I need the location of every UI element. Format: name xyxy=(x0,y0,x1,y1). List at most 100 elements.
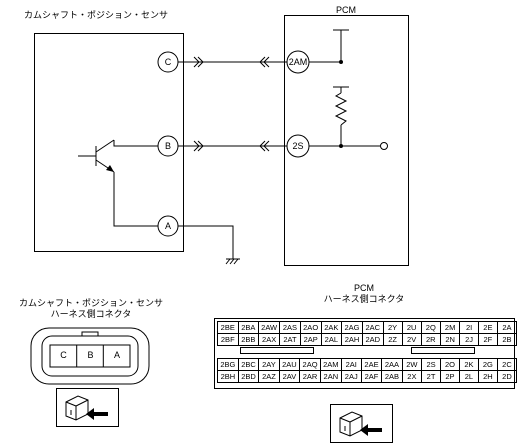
pcm-connector-pin-cell: 2AR xyxy=(299,370,321,383)
pcm-connector-pin-cell: 2O xyxy=(439,358,461,371)
pcm-connector-pin-cell: 2AB xyxy=(381,370,403,383)
pcm-connector-pin-cell: 2AY xyxy=(258,358,280,371)
connector-chevron xyxy=(197,140,204,152)
transistor-emitter-wire xyxy=(113,172,158,227)
pcm-connector-pin-cell: 2D xyxy=(496,370,517,383)
connector-chevron xyxy=(193,140,200,152)
pcm-connector-pin-cell: 2R xyxy=(420,333,441,346)
connector-chevron xyxy=(259,56,266,68)
pcm-title: PCM xyxy=(336,5,356,15)
pcm-connector-pin-cell: 2BH xyxy=(217,370,239,383)
connector-chevron xyxy=(259,140,266,152)
pcm-connector-pin-cell: 2K xyxy=(459,358,479,371)
transistor-collector xyxy=(95,139,115,153)
pcm-connector-pin-cell: 2L xyxy=(459,370,479,383)
ground-hatch xyxy=(225,258,231,265)
connector-view-icon xyxy=(330,404,393,443)
pcm-connector-pin-cell: 2AA xyxy=(381,358,403,371)
ground-hatch xyxy=(233,258,239,265)
sensor-pin-b-label: B xyxy=(164,141,171,151)
pcm-connector-pin-cell: 2AH xyxy=(341,333,363,346)
pcm-connector-pin-cell: 2AP xyxy=(299,333,322,346)
pcm-connector-pin-cell: 2N xyxy=(439,333,461,346)
pcm-connector-pin-cell: 2AW xyxy=(258,321,281,334)
connector-chevron xyxy=(193,56,200,68)
pcm-connector-pin-cell: 2AN xyxy=(319,370,342,383)
pcm-connector-pin-cell: 2X xyxy=(401,370,423,383)
pcm-connector-pin-cell: 2AE xyxy=(360,358,383,371)
connector-chevron xyxy=(197,56,204,68)
cmp-connector-cell-b: B xyxy=(87,350,94,360)
pcm-connector-pin-cell: 2Q xyxy=(420,321,441,334)
sensor-pin-a-label: A xyxy=(164,221,171,231)
transistor-emitter-arrow xyxy=(106,165,114,172)
pcm-connector-pin-cell: 2AD xyxy=(361,333,384,346)
ground-hatch xyxy=(229,258,235,265)
pcm-connector-pin-cell: 2T xyxy=(421,370,441,383)
pcm-connector-key-right xyxy=(411,347,475,354)
pcm-connector-pin-cell: 2E xyxy=(477,321,498,334)
pcm-connector-pin-cell: 2H xyxy=(477,370,498,383)
pcm-connector-pin-cell: 2BE xyxy=(217,321,239,334)
connector-chevron xyxy=(263,140,270,152)
pcm-connector-pin-cell: 2AL xyxy=(320,333,343,346)
pcm-connector-pin-cell: 2AI xyxy=(340,358,362,371)
junction-dot xyxy=(339,60,343,64)
pcm-connector-pin-cell: 2AM xyxy=(319,358,342,371)
cmp-sensor-title: カムシャフト・ポジション・センサ xyxy=(24,10,169,20)
pcm-connector-pin-cell: 2Z xyxy=(382,333,403,346)
pcm-connector-pin-cell: 2S xyxy=(421,358,441,371)
pcm-2s-output-terminal xyxy=(380,142,388,150)
pcm-connector-pin-cell: 2BA xyxy=(237,321,260,334)
pcm-connector-pin-cell: 2AS xyxy=(279,321,301,334)
pcm-connector-frame xyxy=(214,318,515,389)
connector-chevron xyxy=(263,56,270,68)
pullup-resistor xyxy=(334,92,348,126)
pcm-connector-pin-cell: 2BD xyxy=(237,370,260,383)
pcm-connector-pin-cell: 2P xyxy=(439,370,461,383)
sensor-box xyxy=(34,33,184,252)
pcm-connector-pin-cell: 2Y xyxy=(382,321,403,334)
cmp-connector-cell-a: A xyxy=(113,350,120,360)
cmp-connector-title-2: ハーネス側コネクタ xyxy=(50,309,132,319)
pcm-connector-title-1: PCM xyxy=(354,283,374,293)
pcm-connector-pin-cell: 2AK xyxy=(320,321,343,334)
pcm-connector-pin-cell: 2U xyxy=(401,321,422,334)
pcm-connector-pin-cell: 2AV xyxy=(278,370,301,383)
pcm-connector-key-left xyxy=(240,347,314,354)
pcm-connector-pin-cell: 2BG xyxy=(217,358,239,371)
pcm-connector-pin-cell: 2C xyxy=(496,358,517,371)
pcm-connector-pin-cell: 2I xyxy=(459,321,479,334)
pcm-connector-pin-cell: 2AT xyxy=(279,333,301,346)
pcm-connector-pin-cell: 2AQ xyxy=(299,358,321,371)
pcm-connector-pin-cell: 2W xyxy=(401,358,423,371)
sensor-pin-c-label: C xyxy=(164,57,172,67)
pcm-connector-pin-cell: 2B xyxy=(496,333,517,346)
pcm-pin-2s-label: 2S xyxy=(292,141,304,151)
pcm-connector-pin-cell: 2BB xyxy=(237,333,260,346)
cmp-connector-face xyxy=(30,327,150,385)
pcm-connector-pin-cell: 2A xyxy=(496,321,517,334)
pcm-connector-pin-cell: 2AO xyxy=(299,321,322,334)
pcm-connector-pin-cell: 2M xyxy=(439,321,461,334)
pcm-connector-pin-cell: 2G xyxy=(477,358,498,371)
pcm-connector-pin-cell: 2AZ xyxy=(258,370,280,383)
pcm-connector-pin-cell: 2F xyxy=(477,333,498,346)
pcm-connector-pin-cell: 2V xyxy=(401,333,422,346)
pcm-connector-pin-cell: 2AJ xyxy=(340,370,362,383)
ground-wire xyxy=(178,225,234,259)
pcm-connector-title-2: ハーネス側コネクタ xyxy=(323,294,405,304)
connector-view-icon xyxy=(56,388,119,427)
pcm-box xyxy=(284,15,409,266)
pcm-connector-pin-cell: 2AC xyxy=(361,321,384,334)
pcm-pin-2am-label: 2AM xyxy=(288,57,308,67)
cmp-connector-cell-c: C xyxy=(60,350,67,360)
transistor-collector-wire xyxy=(113,140,158,147)
pcm-connector-pin-cell: 2BF xyxy=(217,333,239,346)
